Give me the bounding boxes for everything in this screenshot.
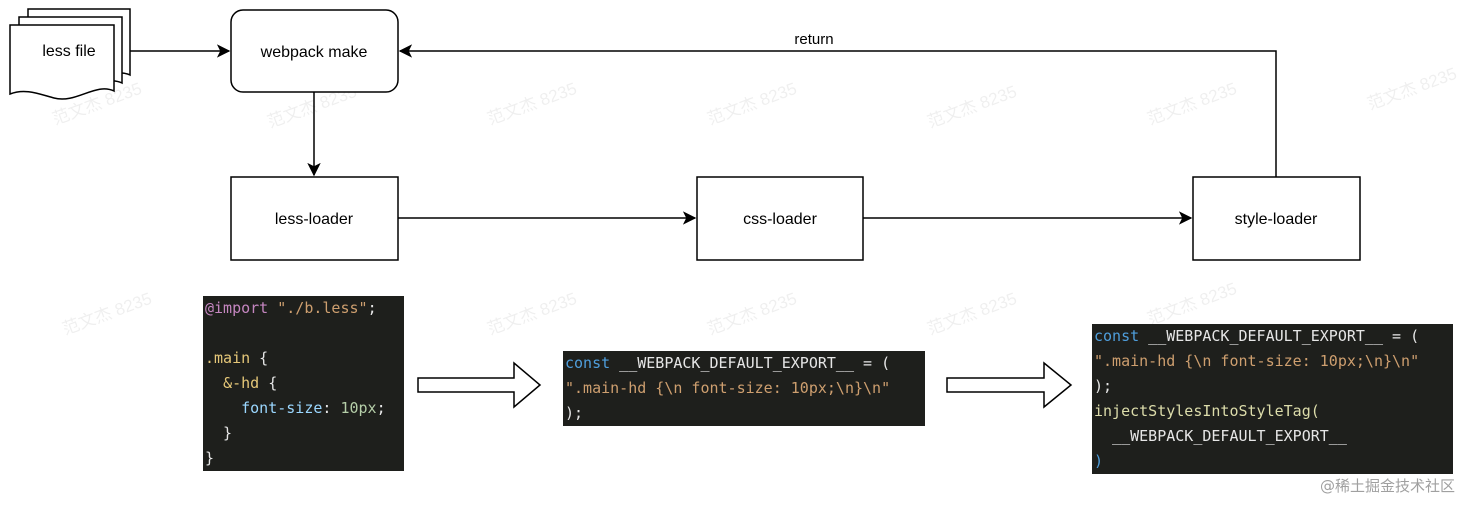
node-box-style-loader [1192,176,1361,261]
code-token: } [205,449,215,467]
watermark: 范文杰 8235 [1365,64,1459,114]
code-token: font-size [241,399,323,417]
code-line: ); [565,401,925,426]
watermark: 范文杰 8235 [925,82,1019,132]
code-token: ".main-hd {\n font-size: 10px;\n}\n" [565,379,891,397]
code-line: &-hd { [205,371,404,396]
code-token: const [1094,327,1140,345]
edge-style-loader-return-to-webpack-make [398,44,1277,177]
node-label-css-loader: css-loader [743,211,817,228]
watermark: 范文杰 8235 [925,289,1019,339]
code-line: ); [1094,374,1453,399]
code-token: ; [376,399,386,417]
code-token: "./b.less" [277,299,368,317]
code-token: const [565,354,611,372]
node-less-file: less file [9,8,131,100]
watermark: 范文杰 8235 [485,289,579,339]
code-token: &-hd [223,374,260,392]
code-token: { [259,374,278,392]
node-webpack-make: webpack make [230,9,399,93]
watermark: 范文杰 8235 [485,79,579,129]
code-block-less-source: @import "./b.less"; .main { &-hd { font-… [203,296,404,471]
code-line: const __WEBPACK_DEFAULT_EXPORT__ = ( [565,351,925,376]
node-box-css-loader [696,176,864,261]
code-line: ) [1094,449,1453,474]
block-arrow-right-icon [946,361,1073,409]
code-line: injectStylesIntoStyleTag( [1094,399,1453,424]
code-line: } [205,446,404,471]
node-label-less-loader: less-loader [275,211,354,228]
code-line: .main { [205,346,404,371]
code-token: @import [205,299,269,317]
code-token: : [322,399,341,417]
code-token [205,374,223,392]
code-line: ".main-hd {\n font-size: 10px;\n}\n" [1094,349,1453,374]
credit-watermark: @稀土掘金技术社区 [1319,477,1455,495]
node-less-loader: less-loader [230,176,399,261]
watermark: 范文杰 8235 [705,79,799,129]
code-token [205,399,241,417]
watermark: 范文杰 8235 [1145,79,1239,129]
code-line: @import "./b.less"; [205,296,404,321]
node-label-webpack-make: webpack make [260,44,368,61]
watermark: 范文杰 8235 [1145,279,1239,329]
code-token: ".main-hd {\n font-size: 10px;\n}\n" [1094,352,1420,370]
code-token: ); [565,404,584,422]
code-token: ); [1094,377,1113,395]
watermark: 范文杰 8235 [60,289,154,339]
node-box-less-loader [230,176,399,261]
document-stack-front [9,24,115,100]
code-line: __WEBPACK_DEFAULT_EXPORT__ [1094,424,1453,449]
watermark: 范文杰 8235 [705,289,799,339]
transform-arrows [417,361,1073,409]
node-label-less-file: less file [42,43,95,60]
edge-label-return: return [794,31,833,48]
code-line: const __WEBPACK_DEFAULT_EXPORT__ = ( [1094,324,1453,349]
code-line: } [205,421,404,446]
code-token [268,299,277,317]
code-token: __WEBPACK_DEFAULT_EXPORT__ [1094,427,1347,445]
node-css-loader: css-loader [696,176,864,261]
block-arrow-right-icon [417,361,542,409]
edges: return [130,31,1277,225]
code-token: injectStylesIntoStyleTag( [1094,402,1320,420]
code-line: font-size: 10px; [205,396,404,421]
node-style-loader: style-loader [1192,176,1361,261]
node-label-style-loader: style-loader [1235,211,1318,228]
code-token: __WEBPACK_DEFAULT_EXPORT__ = ( [1139,327,1420,345]
code-token: 10px [340,399,377,417]
code-line [205,321,404,346]
code-token: .main [205,349,251,367]
code-token: ) [1094,452,1104,470]
code-line: ".main-hd {\n font-size: 10px;\n}\n" [565,376,925,401]
code-token: } [205,424,233,442]
code-token: { [250,349,269,367]
code-token: __WEBPACK_DEFAULT_EXPORT__ = ( [610,354,891,372]
code-token: ; [367,299,377,317]
code-block-style-loader-output: const __WEBPACK_DEFAULT_EXPORT__ = ( ".ma… [1092,324,1453,474]
code-block-css-loader-output: const __WEBPACK_DEFAULT_EXPORT__ = ( ".ma… [563,351,925,426]
